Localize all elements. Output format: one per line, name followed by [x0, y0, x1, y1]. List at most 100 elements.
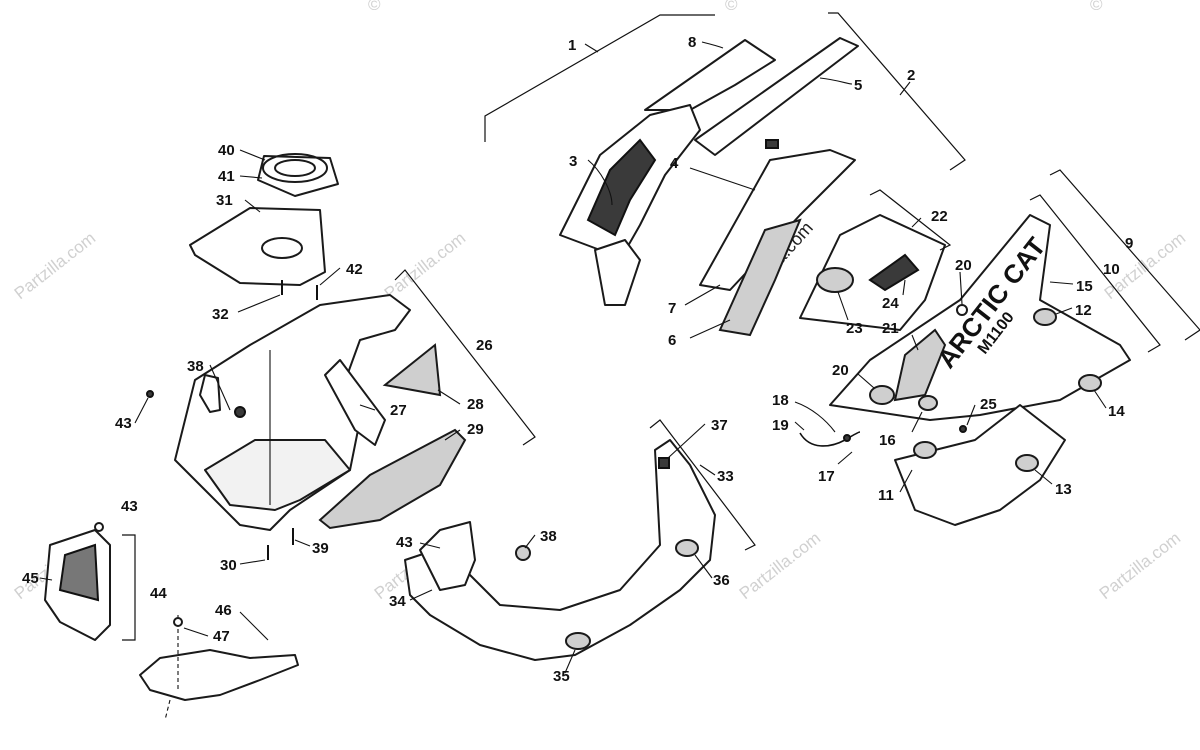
leader-31 — [244, 199, 261, 213]
leader-42 — [319, 267, 341, 286]
bracket-1 — [484, 14, 715, 142]
bracket-26 — [394, 269, 536, 446]
leader-27 — [359, 404, 376, 411]
part-41-gasket — [257, 155, 339, 197]
callout-19: 19 — [772, 417, 789, 434]
leader-41 — [239, 175, 263, 179]
leader-19 — [794, 421, 805, 431]
callout-1: 1 — [568, 37, 576, 54]
leader-35 — [564, 649, 576, 674]
watermark-text: Partzilla.com — [381, 228, 469, 303]
part-36-pad — [675, 539, 699, 557]
part-20-pad — [869, 385, 895, 405]
part-20-rivet — [956, 304, 968, 316]
lower-trim-assembly — [44, 522, 299, 721]
bracket-44 — [122, 534, 136, 641]
leader-14 — [1093, 389, 1107, 409]
callout-10: 10 — [1103, 261, 1120, 278]
callout-21: 21 — [882, 320, 899, 337]
callout-33: 33 — [717, 468, 734, 485]
callout-34: 34 — [389, 593, 406, 610]
bracket-33 — [649, 419, 756, 551]
leader-34 — [409, 589, 433, 601]
part-43-screw — [94, 522, 104, 532]
part-38-bracket — [199, 374, 221, 413]
part-13-pad — [1015, 454, 1039, 472]
bracket-22 — [869, 189, 952, 251]
part-13-cover — [894, 404, 1066, 526]
leader-16 — [911, 411, 923, 433]
leader-8 — [701, 41, 724, 49]
part-40-ring-inner — [274, 159, 316, 177]
part-38-pad — [515, 545, 531, 561]
callout-8: 8 — [688, 34, 696, 51]
watermark-text: Partzilla.com — [11, 228, 99, 303]
callout-7: 7 — [668, 300, 676, 317]
callout-38b: 38 — [540, 528, 557, 545]
part-21-grille — [893, 328, 947, 402]
callout-43b: 43 — [121, 498, 138, 515]
callout-4: 4 — [670, 155, 679, 172]
leader-13 — [1034, 469, 1053, 485]
leader-2 — [899, 81, 911, 96]
part-47-screw-head — [173, 617, 183, 627]
callout-18: 18 — [772, 392, 789, 409]
callout-15: 15 — [1076, 278, 1093, 295]
bracket-9 — [1049, 169, 1200, 341]
part-12-pad — [1033, 308, 1057, 326]
callout-31: 31 — [216, 192, 233, 209]
hood-panel-assembly: ARCTIC CAT M1100 — [799, 214, 1131, 526]
part-46-trim — [139, 649, 299, 701]
leader-5 — [819, 77, 853, 85]
bracket-2 — [828, 12, 966, 171]
part-31-plate — [189, 207, 326, 286]
callout-27: 27 — [390, 402, 407, 419]
callout-2: 2 — [907, 67, 915, 84]
leader-4 — [689, 167, 756, 191]
callout-20b: 20 — [832, 362, 849, 379]
part-5-trim — [694, 37, 859, 156]
leader-20a — [959, 271, 963, 305]
part-38-fastener — [234, 406, 246, 418]
leader-33 — [699, 464, 716, 476]
callout-28: 28 — [467, 396, 484, 413]
part-19-harness — [799, 431, 861, 447]
part-14-pad — [1078, 374, 1102, 392]
callout-22: 22 — [931, 208, 948, 225]
leader-32 — [237, 294, 281, 313]
leader-45 — [39, 577, 53, 581]
callout-38a: 38 — [187, 358, 204, 375]
leader-38b — [524, 534, 536, 549]
part-37-clip — [658, 457, 670, 469]
callout-32: 32 — [212, 306, 229, 323]
leader-7 — [684, 284, 721, 306]
callout-44: 44 — [150, 585, 167, 602]
part-23-pad — [816, 267, 854, 293]
callout-37: 37 — [711, 417, 728, 434]
part-45-mesh — [58, 543, 100, 602]
leader-29 — [444, 429, 461, 441]
group-brackets — [122, 12, 1200, 641]
callout-3: 3 — [569, 153, 577, 170]
part-7-panel — [699, 149, 856, 291]
callout-30: 30 — [220, 557, 237, 574]
callout-12: 12 — [1075, 302, 1092, 319]
leader-47 — [183, 627, 209, 637]
callout-24: 24 — [882, 295, 899, 312]
side-panel-assembly — [559, 37, 859, 337]
callout-labels: 1 2 3 4 5 6 7 8 9 10 11 12 13 14 15 16 1… — [22, 34, 1133, 685]
callout-13: 13 — [1055, 481, 1072, 498]
leader-39 — [294, 539, 311, 547]
callout-20a: 20 — [955, 257, 972, 274]
bracket-10 — [1029, 194, 1161, 353]
leader-22 — [911, 217, 922, 228]
callout-16: 16 — [879, 432, 896, 449]
part-16-pad — [918, 395, 938, 411]
skid-plate-assembly — [404, 439, 716, 661]
watermark-copyright: © — [1090, 0, 1103, 14]
watermark-text: Partzilla.com — [736, 528, 824, 603]
callout-9: 9 — [1125, 235, 1133, 252]
leader-37 — [667, 423, 706, 459]
part-33-skid — [404, 439, 716, 661]
